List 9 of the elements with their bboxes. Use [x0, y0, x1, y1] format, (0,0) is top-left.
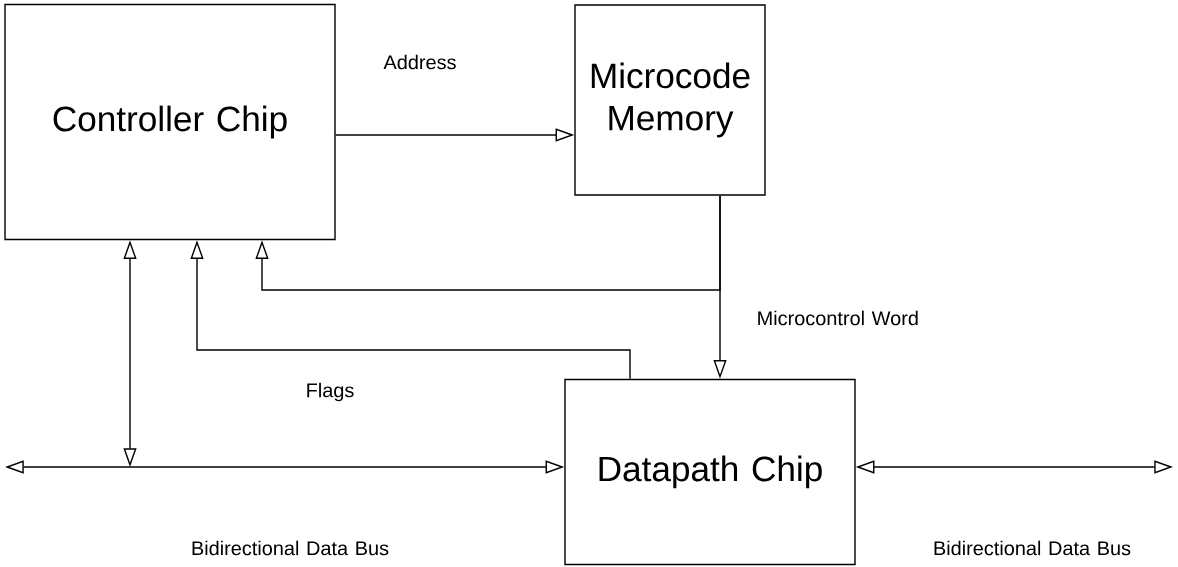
edge-label: Flags [307, 382, 354, 402]
chip-box: Controller Chip [4, 3, 336, 241]
arrow [255, 195, 721, 291]
edge-label: Bidirectional Data Bus [934, 540, 1131, 556]
chip-box: Microcode Memory [574, 4, 766, 196]
edge-label: Microcontrol Word [758, 310, 918, 326]
edge-label: Bidirectional Data Bus [192, 540, 389, 556]
chip-box: Datapath Chip [564, 378, 856, 566]
edge-label: Address [383, 54, 456, 70]
